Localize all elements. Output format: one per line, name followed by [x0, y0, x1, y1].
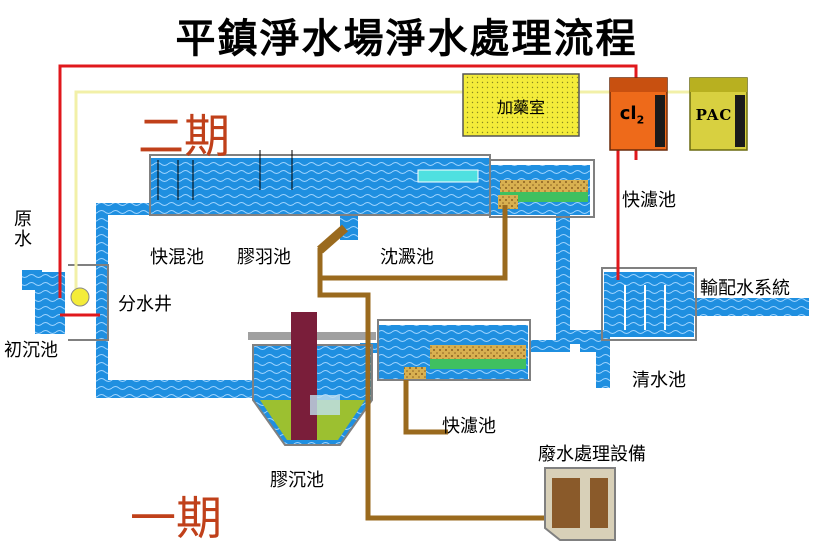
- rapid-filter-top-label: 快濾池: [622, 190, 676, 211]
- dosing-room-box: [462, 73, 580, 137]
- filter-media-bottom: [404, 345, 526, 379]
- water-pipes: [22, 158, 809, 398]
- distribution-well-label: 分水井: [118, 294, 172, 315]
- floc-settling-tank: [248, 312, 376, 446]
- pac-label: PAC: [695, 106, 733, 124]
- distribution-system-label: 輸配水系統: [700, 278, 790, 299]
- chlorine-label: cl2: [612, 103, 652, 127]
- clear-well-partitions: [624, 285, 666, 330]
- sedimentation-label: 沈澱池: [380, 247, 434, 268]
- pac-tank: [689, 77, 748, 151]
- filter-media-top: [417, 169, 588, 209]
- waste-treatment-label: 廢水處理設備: [538, 444, 646, 465]
- chlorine-tank: [609, 77, 668, 151]
- floc-settling-label: 膠沉池: [270, 470, 324, 491]
- rapid-mix-label: 快混池: [150, 247, 204, 268]
- distribution-well-marker: [70, 287, 90, 307]
- sludge-pipes: [317, 205, 545, 521]
- raw-water-label: 原 水: [14, 209, 32, 250]
- dosing-room-label: 加藥室: [496, 98, 545, 117]
- chlorine-text: cl: [619, 103, 637, 124]
- tank-outlines: [68, 154, 697, 381]
- flocculation-label: 膠羽池: [237, 247, 291, 268]
- phase-2-label: 二期: [138, 109, 230, 163]
- primary-settling-label: 初沉池: [4, 340, 58, 361]
- chlorine-subscript: 2: [636, 113, 645, 127]
- mixer-arrows: [157, 150, 293, 200]
- diagram-title: 平鎮淨水場淨水處理流程: [175, 15, 638, 62]
- rapid-filter-bottom-label: 快濾池: [442, 416, 496, 437]
- clear-well-label: 清水池: [632, 370, 686, 391]
- phase-1-label: 一期: [130, 491, 222, 545]
- waste-treatment-tank: [544, 467, 616, 541]
